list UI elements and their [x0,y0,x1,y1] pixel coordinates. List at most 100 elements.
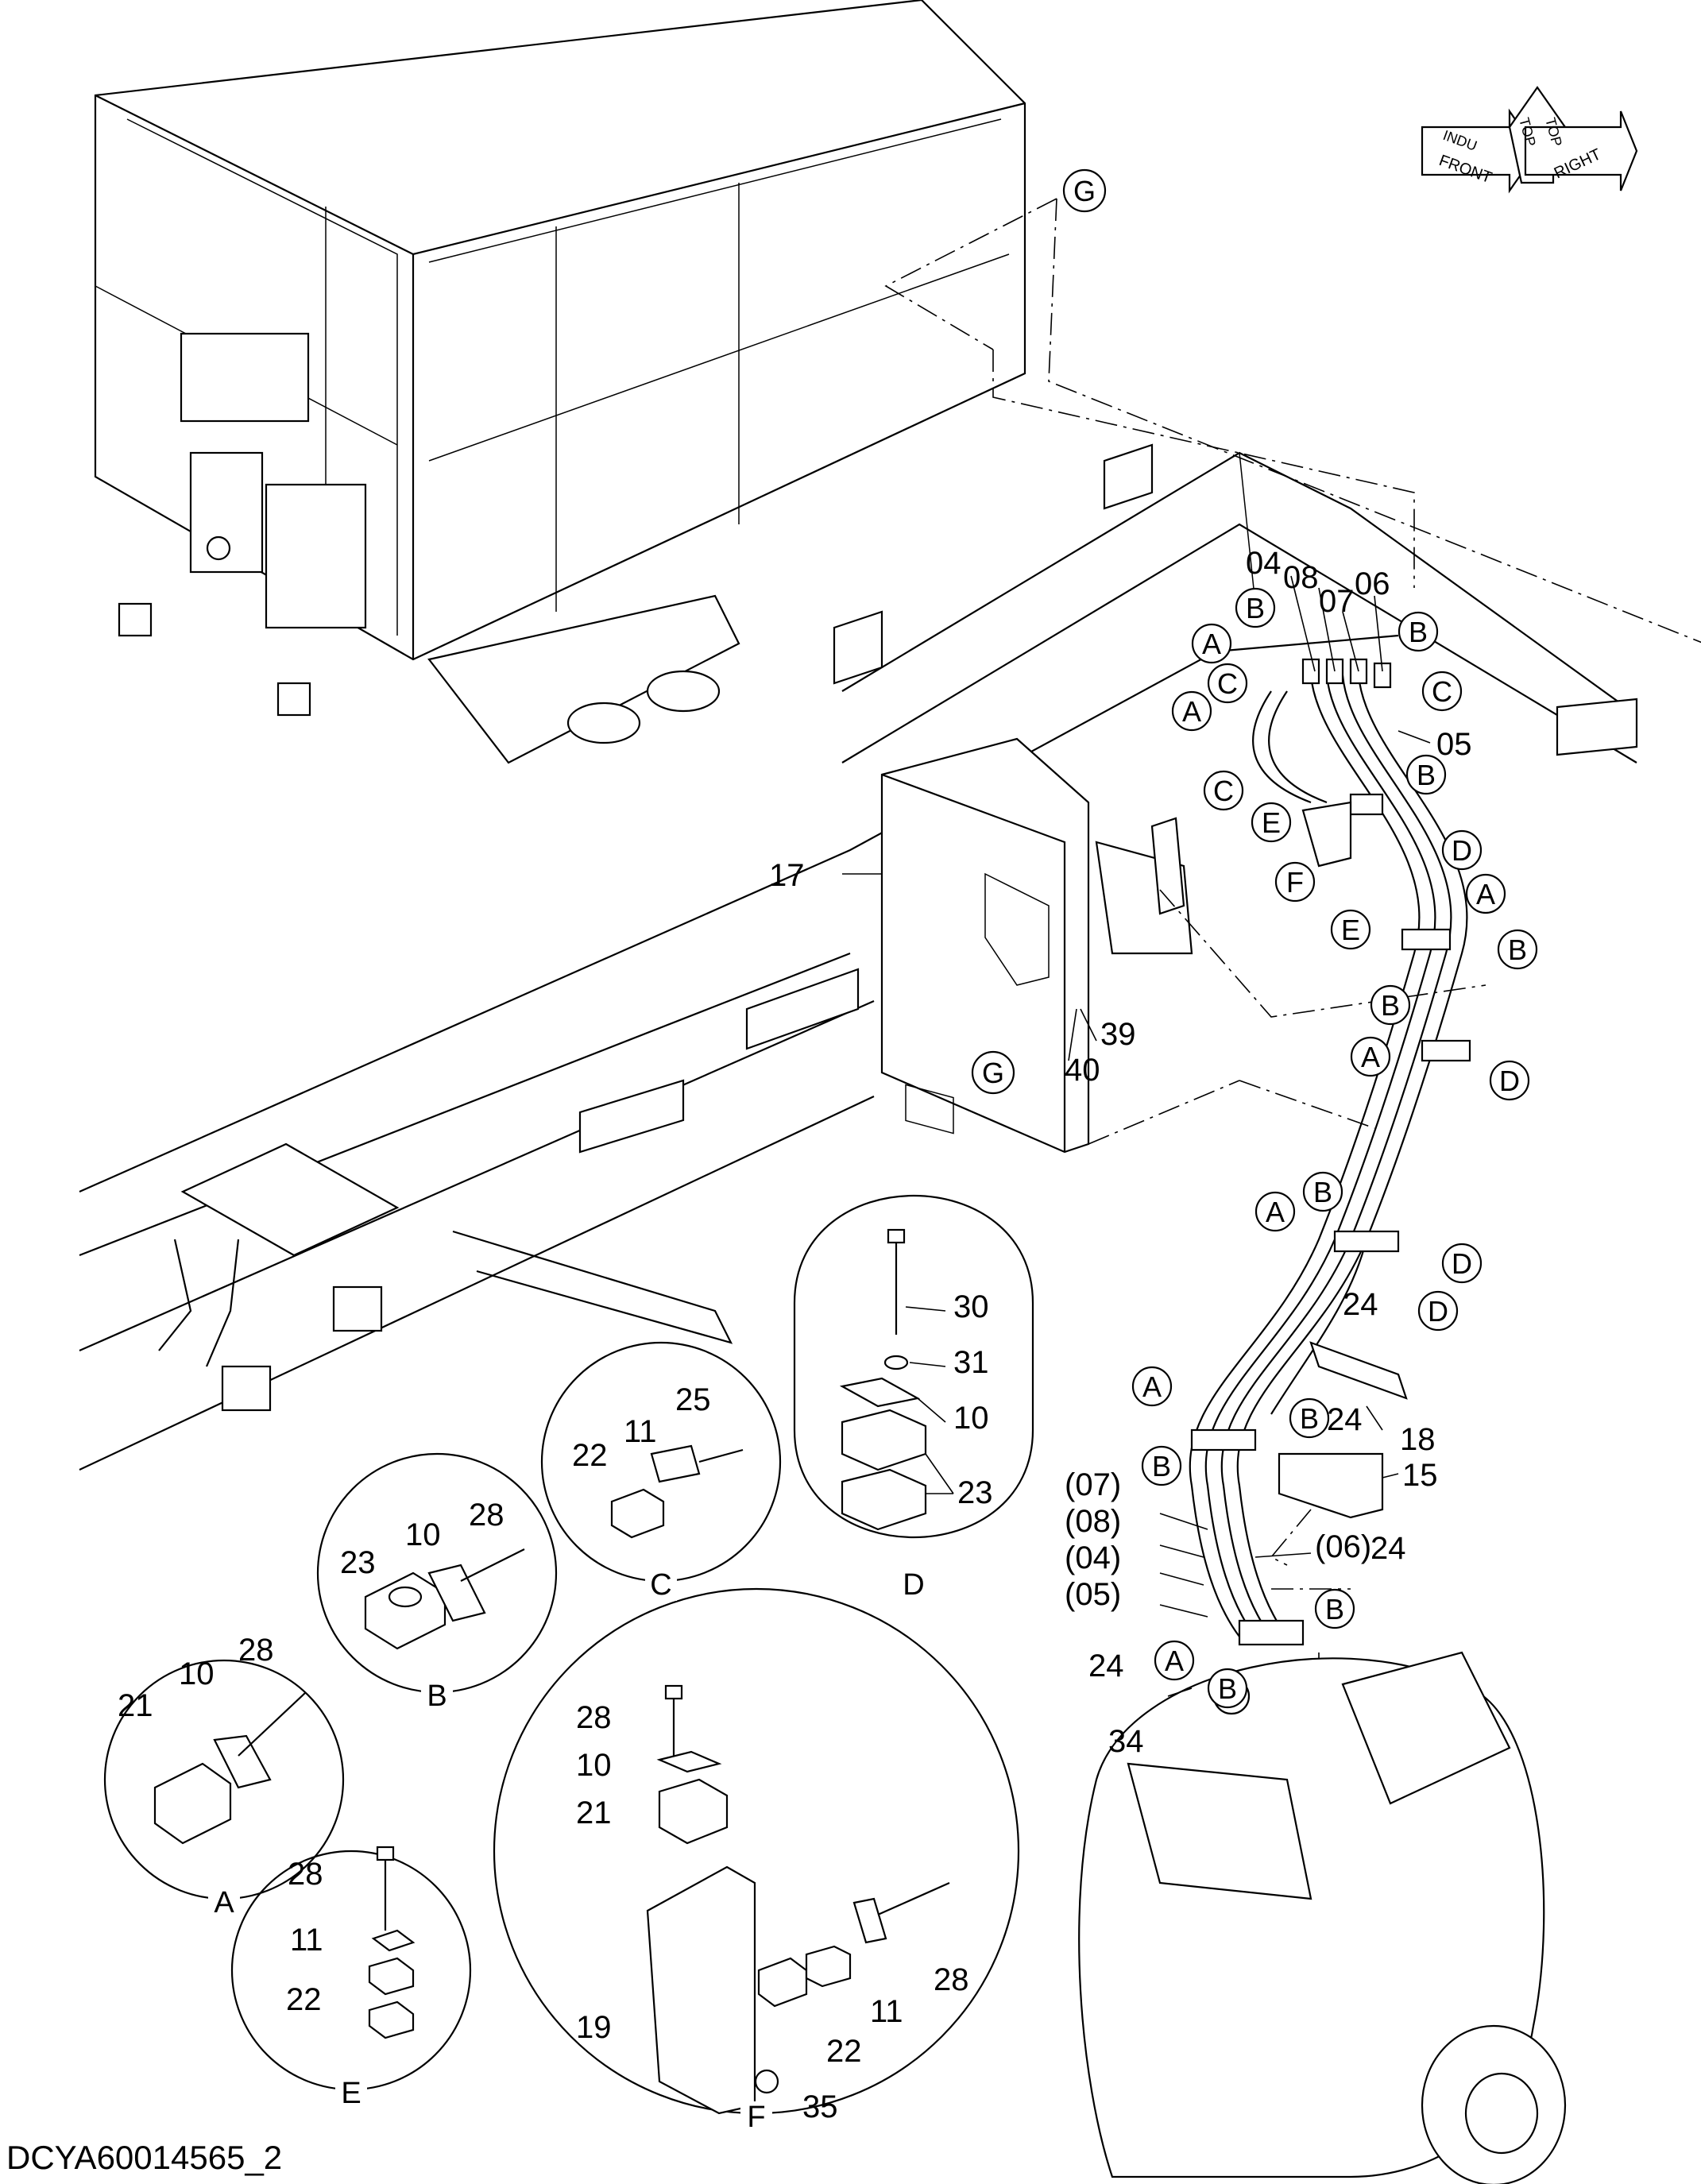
callout-d-4: D [1417,1290,1459,1332]
traction-motor [1078,1651,1567,2184]
label-24-2: 24 [1327,1402,1363,1437]
part-number-labels: 04 08 07 06 05 17 39 40 24 18 24 15 24 2… [118,546,1472,2124]
chassis-frame [79,443,1638,1471]
callout-b-1: B [1235,587,1276,628]
callout-a-5: A [1254,1191,1296,1232]
label-28-b: 28 [469,1498,505,1533]
detail-circle-d [793,1194,1034,1539]
label-17: 17 [769,858,805,893]
callout-a-6: A [1131,1366,1173,1407]
label-r06: (06) [1315,1529,1371,1564]
svg-text:B: B [1409,616,1428,648]
svg-text:C: C [1217,667,1238,700]
detail-circle-f [493,1587,1020,2115]
label-23-d: 23 [957,1475,993,1510]
callout-g-2: G [971,1050,1015,1095]
label-22-f: 22 [826,2034,862,2069]
callout-c-2: C [1421,671,1463,712]
label-11-e: 11 [290,1923,323,1958]
detail-circle-e [230,1850,472,2091]
detail-letters: A B C D E F [208,1568,930,2134]
svg-text:A: A [1476,878,1495,910]
detail-label-a: A [214,1886,234,1919]
callout-b-3: B [1405,754,1447,795]
label-30: 30 [953,1289,989,1324]
label-40: 40 [1065,1053,1100,1088]
callout-d-3: D [1441,1243,1483,1284]
label-28-e: 28 [288,1857,323,1892]
callout-a-3: A [1465,873,1506,914]
label-19: 19 [576,2010,612,2045]
svg-text:D: D [1499,1065,1520,1097]
label-22-c: 22 [572,1438,608,1473]
label-22-e: 22 [286,1982,322,2017]
svg-text:B: B [1152,1450,1171,1482]
callout-b-7: B [1289,1397,1330,1439]
label-34: 34 [1108,1724,1144,1759]
callout-e-2: E [1330,909,1371,950]
mounting-panel [880,737,1193,1154]
label-28-a: 28 [238,1633,274,1668]
label-24-4: 24 [1088,1649,1124,1683]
callout-c-3: C [1203,770,1244,811]
cabinet-assembly [94,0,1026,764]
label-24-3: 24 [1370,1531,1406,1566]
label-31: 31 [953,1345,989,1380]
label-18: 18 [1400,1422,1436,1457]
callout-e-1: E [1251,802,1292,843]
callout-b-5: B [1370,984,1411,1026]
svg-text:F: F [1286,866,1304,899]
callout-b-6: B [1302,1171,1343,1212]
label-05: 05 [1436,727,1472,762]
callout-d-2: D [1489,1060,1530,1101]
svg-text:A: A [1165,1645,1184,1677]
svg-text:B: B [1381,989,1400,1022]
callout-b-10: B [1207,1668,1248,1709]
label-15: 15 [1402,1458,1438,1493]
svg-text:A: A [1142,1370,1162,1403]
label-25: 25 [675,1382,711,1417]
callout-a-1: A [1191,623,1232,664]
label-28-f: 28 [576,1700,612,1735]
label-04: 04 [1246,546,1282,581]
label-10-f: 10 [576,1748,612,1783]
svg-text:D: D [1452,1247,1472,1280]
svg-text:A: A [1202,628,1221,660]
label-07: 07 [1319,584,1355,619]
label-r04: (04) [1065,1540,1121,1575]
callout-c-1: C [1207,663,1248,704]
label-35: 35 [802,2089,838,2124]
label-11-c: 11 [624,1414,657,1449]
label-21-f: 21 [576,1796,612,1830]
bracket-18 [1309,1341,1408,1400]
svg-text:B: B [1218,1672,1237,1705]
detail-label-d: D [903,1568,924,1602]
detail-label-c: C [650,1568,671,1602]
label-11-f: 11 [870,1994,903,2029]
label-10-b: 10 [405,1517,441,1552]
harness-connectors [1190,658,1471,1646]
svg-text:G: G [1073,175,1096,207]
callout-a-7: A [1154,1640,1195,1681]
leader-lines [842,575,1431,1697]
detail-label-b: B [427,1680,447,1713]
label-10-d: 10 [953,1401,989,1436]
label-39: 39 [1100,1017,1136,1052]
svg-text:D: D [1452,834,1472,867]
detail-label-e: E [341,2077,361,2110]
svg-text:B: B [1246,592,1265,624]
label-r05: (05) [1065,1577,1121,1612]
svg-text:B: B [1300,1402,1319,1435]
detail-parts [153,1228,950,2115]
svg-text:C: C [1213,775,1234,807]
svg-text:E: E [1341,914,1360,946]
orientation-icon: FRONT INDU TOP TOP RIGHT [1421,86,1638,194]
svg-text:B: B [1325,1593,1344,1625]
bracket-15 [1278,1452,1384,1519]
label-r08: (08) [1065,1504,1121,1539]
drawing-id: DCYA60014565_2 [6,2139,283,2176]
callout-b-4: B [1497,929,1538,970]
reference-lines [884,198,1701,1748]
svg-text:B: B [1417,759,1436,791]
